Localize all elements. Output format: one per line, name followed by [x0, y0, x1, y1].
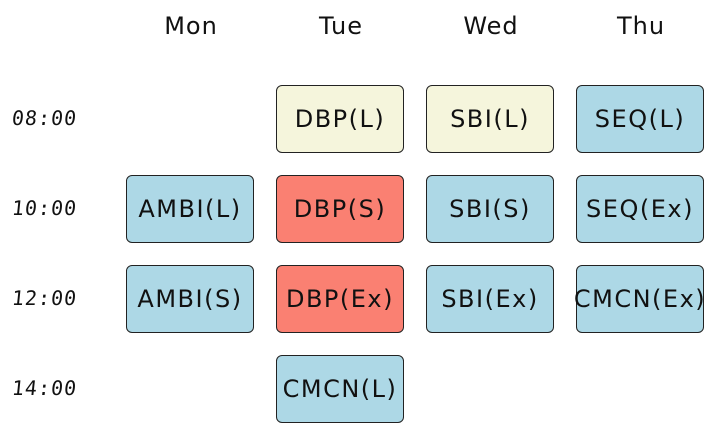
time-label-1200: 12:00	[10, 286, 79, 310]
time-label-0800: 08:00	[10, 106, 79, 130]
day-header-mon: Mon	[164, 12, 218, 40]
schedule-cell-dbp-l[interactable]: DBP(L)	[276, 85, 404, 153]
day-header-wed: Wed	[463, 12, 519, 40]
day-header-thu: Thu	[616, 12, 666, 40]
schedule-cell-sbi-ex[interactable]: SBI(Ex)	[426, 265, 554, 333]
schedule-cell-ambi-l[interactable]: AMBI(L)	[126, 175, 254, 243]
schedule-cell-seq-ex[interactable]: SEQ(Ex)	[576, 175, 704, 243]
schedule-cell-sbi-s[interactable]: SBI(S)	[426, 175, 554, 243]
time-label-1000: 10:00	[10, 196, 79, 220]
schedule-cell-ambi-s[interactable]: AMBI(S)	[126, 265, 254, 333]
schedule-cell-cmcn-ex[interactable]: CMCN(Ex)	[574, 265, 705, 333]
schedule-cell-cmcn-l[interactable]: CMCN(L)	[276, 355, 404, 423]
schedule-cell-dbp-ex[interactable]: DBP(Ex)	[276, 265, 404, 333]
schedule-cell-seq-l[interactable]: SEQ(L)	[576, 85, 704, 153]
time-label-1400: 14:00	[10, 376, 79, 400]
day-header-tue: Tue	[319, 12, 363, 40]
schedule-cell-dbp-s[interactable]: DBP(S)	[276, 175, 404, 243]
schedule-cell-sbi-l[interactable]: SBI(L)	[426, 85, 554, 153]
